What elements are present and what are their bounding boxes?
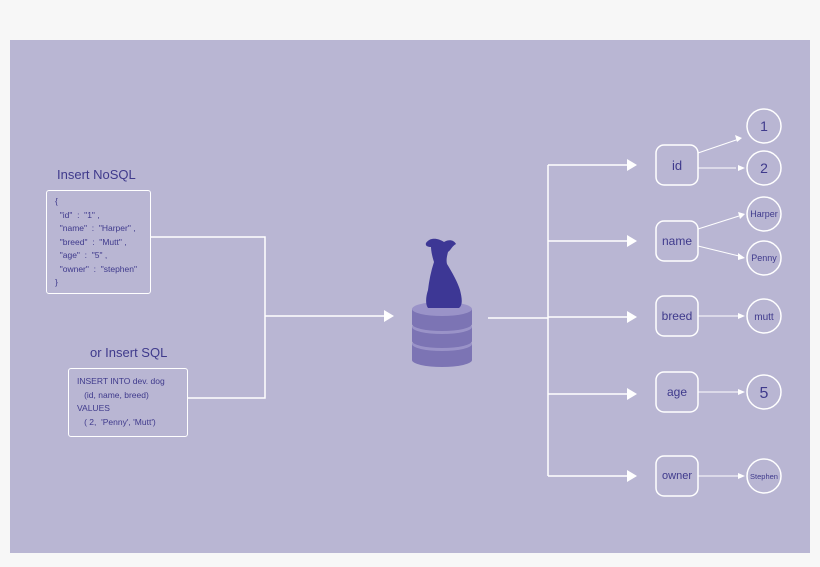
value-text: 2: [760, 160, 768, 176]
field-node-age: age: [655, 371, 699, 413]
value-circle: [746, 150, 782, 186]
code-line: INSERT INTO dev. dog: [77, 376, 165, 386]
nosql-title: Insert NoSQL: [57, 167, 136, 182]
value-text: Harper: [750, 209, 778, 219]
field-label: name: [662, 234, 692, 248]
nosql-code-box: { "id" : "1" , "name" : "Harper" , "bree…: [46, 190, 151, 294]
code-line: {: [55, 196, 58, 206]
code-line: }: [55, 277, 58, 287]
value-text: mutt: [754, 312, 774, 323]
dog-icon: [425, 238, 462, 308]
value-circle: [746, 458, 782, 494]
field-label: age: [667, 385, 687, 399]
value-circle: [746, 240, 782, 276]
code-line: "name" : "Harper" ,: [55, 223, 136, 233]
database-icon: [412, 302, 472, 367]
output-connectors: [488, 164, 627, 477]
value-circles: [746, 108, 782, 494]
value-connector: [697, 215, 740, 230]
branch-arrowheads: [627, 159, 637, 482]
branch-arrowhead: [627, 470, 637, 482]
value-connector: [697, 245, 740, 257]
branch-arrowhead: [627, 311, 637, 323]
branch-arrowhead: [627, 235, 637, 247]
code-line: "owner" : "stephen": [55, 263, 137, 274]
field-label: owner: [662, 470, 692, 482]
value-arrowhead: [738, 389, 745, 395]
code-line: "age" : "5" ,: [55, 250, 108, 260]
value-arrowhead: [738, 165, 745, 171]
value-arrowhead: [738, 313, 745, 319]
sql-code-box: INSERT INTO dev. dog (id, name, breed) V…: [68, 368, 188, 437]
field-node-name: name: [655, 220, 699, 262]
value-arrowhead: [735, 135, 742, 142]
value-circle: [746, 374, 782, 410]
insert-arrowhead: [384, 310, 394, 322]
code-line: ( 2, 'Penny', 'Mutt'): [77, 416, 156, 427]
code-line: VALUES: [77, 403, 110, 413]
value-arrowheads: [735, 135, 745, 479]
field-node-id: id: [655, 144, 699, 186]
code-line: "breed" : "Mutt" ,: [55, 236, 127, 247]
code-line: (id, name, breed): [77, 389, 149, 400]
field-label: id: [672, 158, 682, 173]
value-circle: [746, 298, 782, 334]
branch-arrowhead: [627, 159, 637, 171]
field-node-owner: owner: [655, 455, 699, 497]
value-text: Penny: [751, 253, 777, 263]
code-line: "id" : "1" ,: [55, 209, 100, 220]
value-circle: [746, 196, 782, 232]
branch-arrowhead: [627, 388, 637, 400]
value-arrowhead: [738, 253, 745, 260]
value-text: 1: [760, 118, 768, 134]
sql-title: or Insert SQL: [90, 345, 168, 360]
input-connectors: [151, 236, 384, 399]
value-arrowhead: [738, 473, 745, 479]
merge-connector: [151, 236, 266, 399]
field-value-connectors: [697, 138, 740, 477]
field-label: breed: [662, 309, 693, 323]
value-arrowhead: [738, 212, 745, 219]
value-text: Stephen: [750, 472, 778, 481]
value-circle: [746, 108, 782, 144]
field-node-breed: breed: [655, 295, 699, 337]
value-connector: [697, 138, 740, 154]
value-text: 5: [760, 385, 769, 402]
